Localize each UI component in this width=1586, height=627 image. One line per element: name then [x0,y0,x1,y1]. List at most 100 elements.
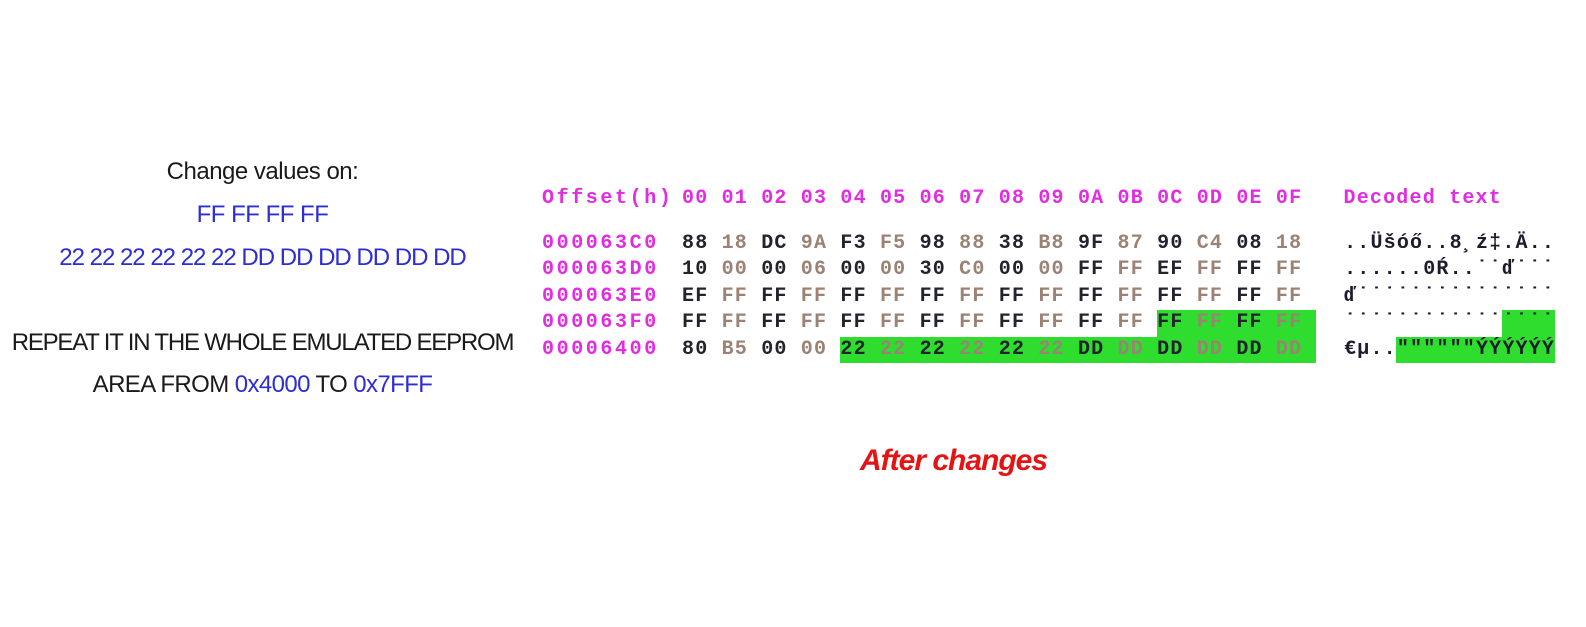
decoded-char[interactable]: µ [1357,337,1370,361]
decoded-char[interactable]: ˙ [1462,311,1475,334]
decoded-char[interactable]: . [1383,337,1396,361]
hex-byte[interactable]: 18 [721,231,748,255]
hex-byte[interactable]: 22 [959,336,999,363]
decoded-char[interactable]: ‡ [1489,231,1502,255]
hex-byte[interactable]: 00 [800,337,828,361]
hex-byte[interactable]: DD [1157,336,1197,363]
hex-byte[interactable]: FF [919,311,946,334]
hex-byte[interactable]: 87 [1117,231,1144,255]
decoded-char[interactable]: ˙ [1436,284,1449,308]
decoded-char[interactable]: . [1436,231,1449,255]
hex-byte[interactable]: FF [1038,311,1065,334]
decoded-char[interactable]: Ý [1501,336,1515,363]
hex-byte[interactable]: 9A [800,231,828,255]
hex-byte[interactable]: 00 [721,258,748,281]
hex-byte[interactable]: FF [682,311,709,334]
decoded-char[interactable]: ˙ [1410,311,1423,334]
decoded-char[interactable]: Ý [1514,336,1529,363]
decoded-char[interactable]: ˙ [1541,258,1554,281]
decoded-char[interactable]: ˙ [1475,258,1488,281]
hex-byte[interactable]: FF [998,311,1026,334]
decoded-char[interactable]: Ü [1370,231,1383,255]
hex-byte[interactable]: FF [1275,258,1303,281]
decoded-char[interactable]: ď [1502,258,1515,281]
hex-byte[interactable]: 00 [998,258,1026,281]
decoded-char[interactable]: ˙ [1383,311,1396,334]
decoded-char[interactable]: Ý [1528,336,1542,363]
hex-byte[interactable]: 00 [840,258,867,281]
hex-byte[interactable]: 88 [682,231,709,255]
decoded-char[interactable]: ˙ [1396,311,1409,334]
decoded-char[interactable]: . [1462,258,1475,281]
decoded-char[interactable]: " [1409,336,1423,363]
hex-byte[interactable]: 80 [682,337,709,361]
decoded-char[interactable]: ˙ [1370,284,1383,308]
decoded-char[interactable]: ő [1410,231,1423,255]
hex-byte[interactable]: FF [959,311,986,334]
hex-byte[interactable]: EF [682,284,709,308]
decoded-char[interactable]: . [1502,231,1515,255]
decoded-char[interactable]: ˙ [1423,284,1436,308]
hex-byte[interactable]: FF [1157,310,1197,337]
decoded-char[interactable]: . [1383,258,1396,281]
decoded-char[interactable]: Ý [1488,336,1502,363]
hex-byte[interactable]: B5 [721,337,748,361]
hex-byte[interactable]: B8 [1038,231,1065,255]
hex-byte[interactable]: DD [1275,336,1316,363]
hex-byte[interactable]: FF [761,284,788,308]
decoded-char[interactable]: ˙ [1515,284,1528,308]
hex-byte[interactable]: FF [1077,311,1105,334]
hex-byte[interactable]: FF [1196,258,1224,281]
hex-byte[interactable]: DD [1236,336,1276,363]
hex-byte[interactable]: 38 [998,231,1026,255]
hex-byte[interactable]: F3 [840,231,867,255]
hex-byte[interactable]: FF [879,311,907,334]
hex-byte[interactable]: FF [840,311,867,334]
decoded-char[interactable]: ˙ [1370,311,1383,334]
hex-byte[interactable]: 10 [682,258,709,281]
hex-byte[interactable]: DD [1077,336,1118,363]
decoded-char[interactable]: ˙ [1528,284,1541,308]
decoded-char[interactable]: ˙ [1501,310,1515,337]
hex-byte[interactable]: FF [1077,258,1105,281]
hex-byte[interactable]: 08 [1236,231,1263,255]
decoded-char[interactable]: ź [1475,231,1488,255]
hex-byte[interactable]: C0 [959,258,986,281]
decoded-char[interactable]: Ý [1475,336,1489,363]
decoded-char[interactable]: € [1344,337,1357,361]
decoded-char[interactable]: Ä [1515,231,1528,255]
decoded-char[interactable]: . [1344,258,1357,281]
decoded-char[interactable]: ˙ [1357,311,1370,334]
decoded-char[interactable]: ˙ [1489,258,1502,281]
decoded-char[interactable]: ˙ [1528,258,1541,281]
decoded-char[interactable]: ó [1396,231,1409,255]
decoded-char[interactable]: . [1423,231,1436,255]
decoded-char[interactable]: ˙ [1515,258,1528,281]
hex-byte[interactable]: EF [1157,258,1184,281]
hex-byte[interactable]: FF [800,311,828,334]
hex-byte[interactable]: 18 [1275,231,1303,255]
hex-byte[interactable]: DC [761,231,788,255]
hex-byte[interactable]: FF [1117,258,1144,281]
hex-byte[interactable]: 06 [800,258,828,281]
hex-byte[interactable]: FF [800,284,828,308]
hex-byte[interactable]: FF [840,284,867,308]
decoded-char[interactable]: " [1462,336,1476,363]
hex-byte[interactable]: FF [1157,284,1184,308]
decoded-char[interactable]: ˙ [1475,284,1488,308]
decoded-char[interactable]: . [1541,231,1554,255]
hex-byte[interactable]: FF [919,284,946,308]
hex-byte[interactable]: 22 [919,336,960,363]
decoded-char[interactable]: ˙ [1489,311,1502,334]
hex-byte[interactable]: FF [721,311,748,334]
decoded-char[interactable]: Ŕ [1436,258,1449,281]
hex-byte[interactable]: FF [761,311,788,334]
hex-byte[interactable]: DD [1196,336,1237,363]
decoded-char[interactable]: 8 [1449,231,1462,255]
decoded-char[interactable]: ˙ [1462,284,1475,308]
hex-byte[interactable]: FF [1275,284,1303,308]
hex-byte[interactable]: 30 [919,258,946,281]
decoded-char[interactable]: " [1422,336,1436,363]
decoded-char[interactable]: ď [1344,284,1357,308]
hex-byte[interactable]: FF [721,284,748,308]
